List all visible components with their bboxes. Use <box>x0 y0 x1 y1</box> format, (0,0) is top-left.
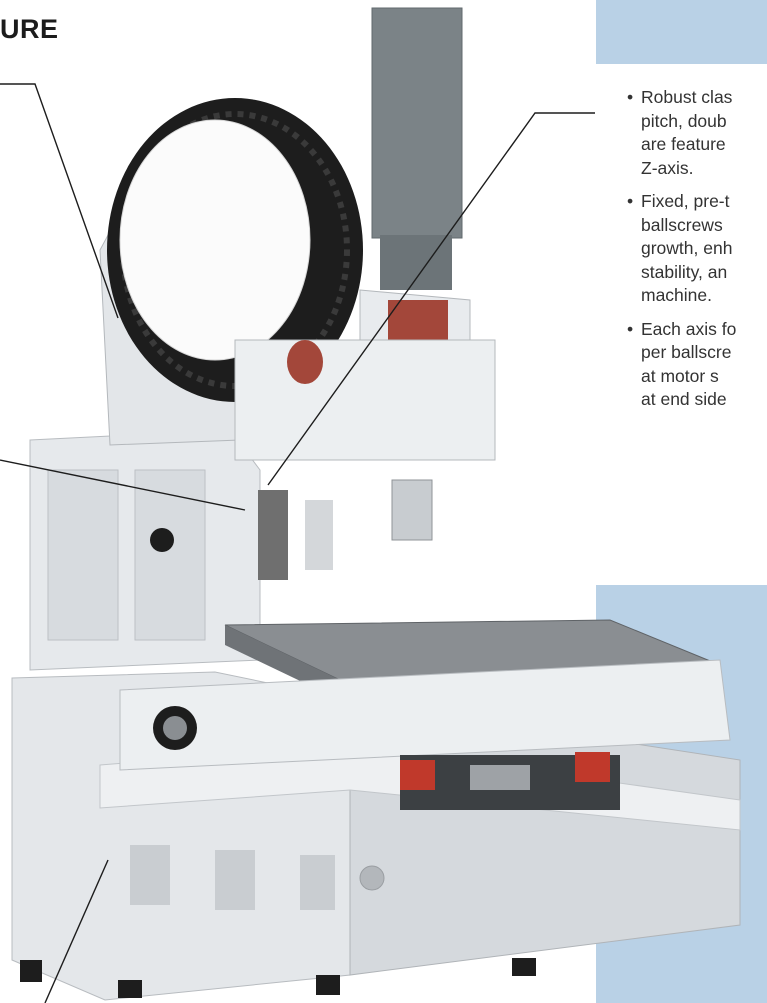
tool-magazine <box>107 98 363 402</box>
bullet-marker: • <box>627 87 634 107</box>
bullet-line: at end side <box>641 389 727 409</box>
bullet-line: stability, an <box>641 261 728 282</box>
bullet-line: Robust clas <box>641 87 733 107</box>
bullet-line: Z-axis. <box>641 157 694 178</box>
bullet-line: are feature <box>641 134 726 154</box>
bullet-line: Each axis fo <box>641 318 737 339</box>
spindle-head <box>234 7 496 580</box>
feature-bullet: • Fixed, pre-t ballscrews growth, enh st… <box>627 190 767 308</box>
feature-bullet: • Each axis fo per ballscre at motor s a… <box>627 318 767 412</box>
bullet-line: growth, enh <box>641 238 733 258</box>
callout-lines <box>0 83 595 1003</box>
bullet-line: pitch, doub <box>641 110 727 131</box>
bullet-marker: • <box>627 318 634 339</box>
bullet-line: Fixed, pre-t <box>641 191 730 211</box>
feature-bullet: • Robust clas pitch, doub are feature Z-… <box>627 86 767 180</box>
bullet-line: per ballscre <box>641 342 732 362</box>
section-heading: URE <box>0 14 59 44</box>
work-table <box>119 619 731 810</box>
blue-panel-top <box>596 0 767 64</box>
bullet-marker: • <box>627 191 634 211</box>
feature-bullet-list: • Robust clas pitch, doub are feature Z-… <box>627 86 767 422</box>
bullet-line: ballscrews <box>641 214 723 235</box>
bullet-line: machine. <box>641 285 713 305</box>
bullet-line: at motor s <box>641 365 719 386</box>
